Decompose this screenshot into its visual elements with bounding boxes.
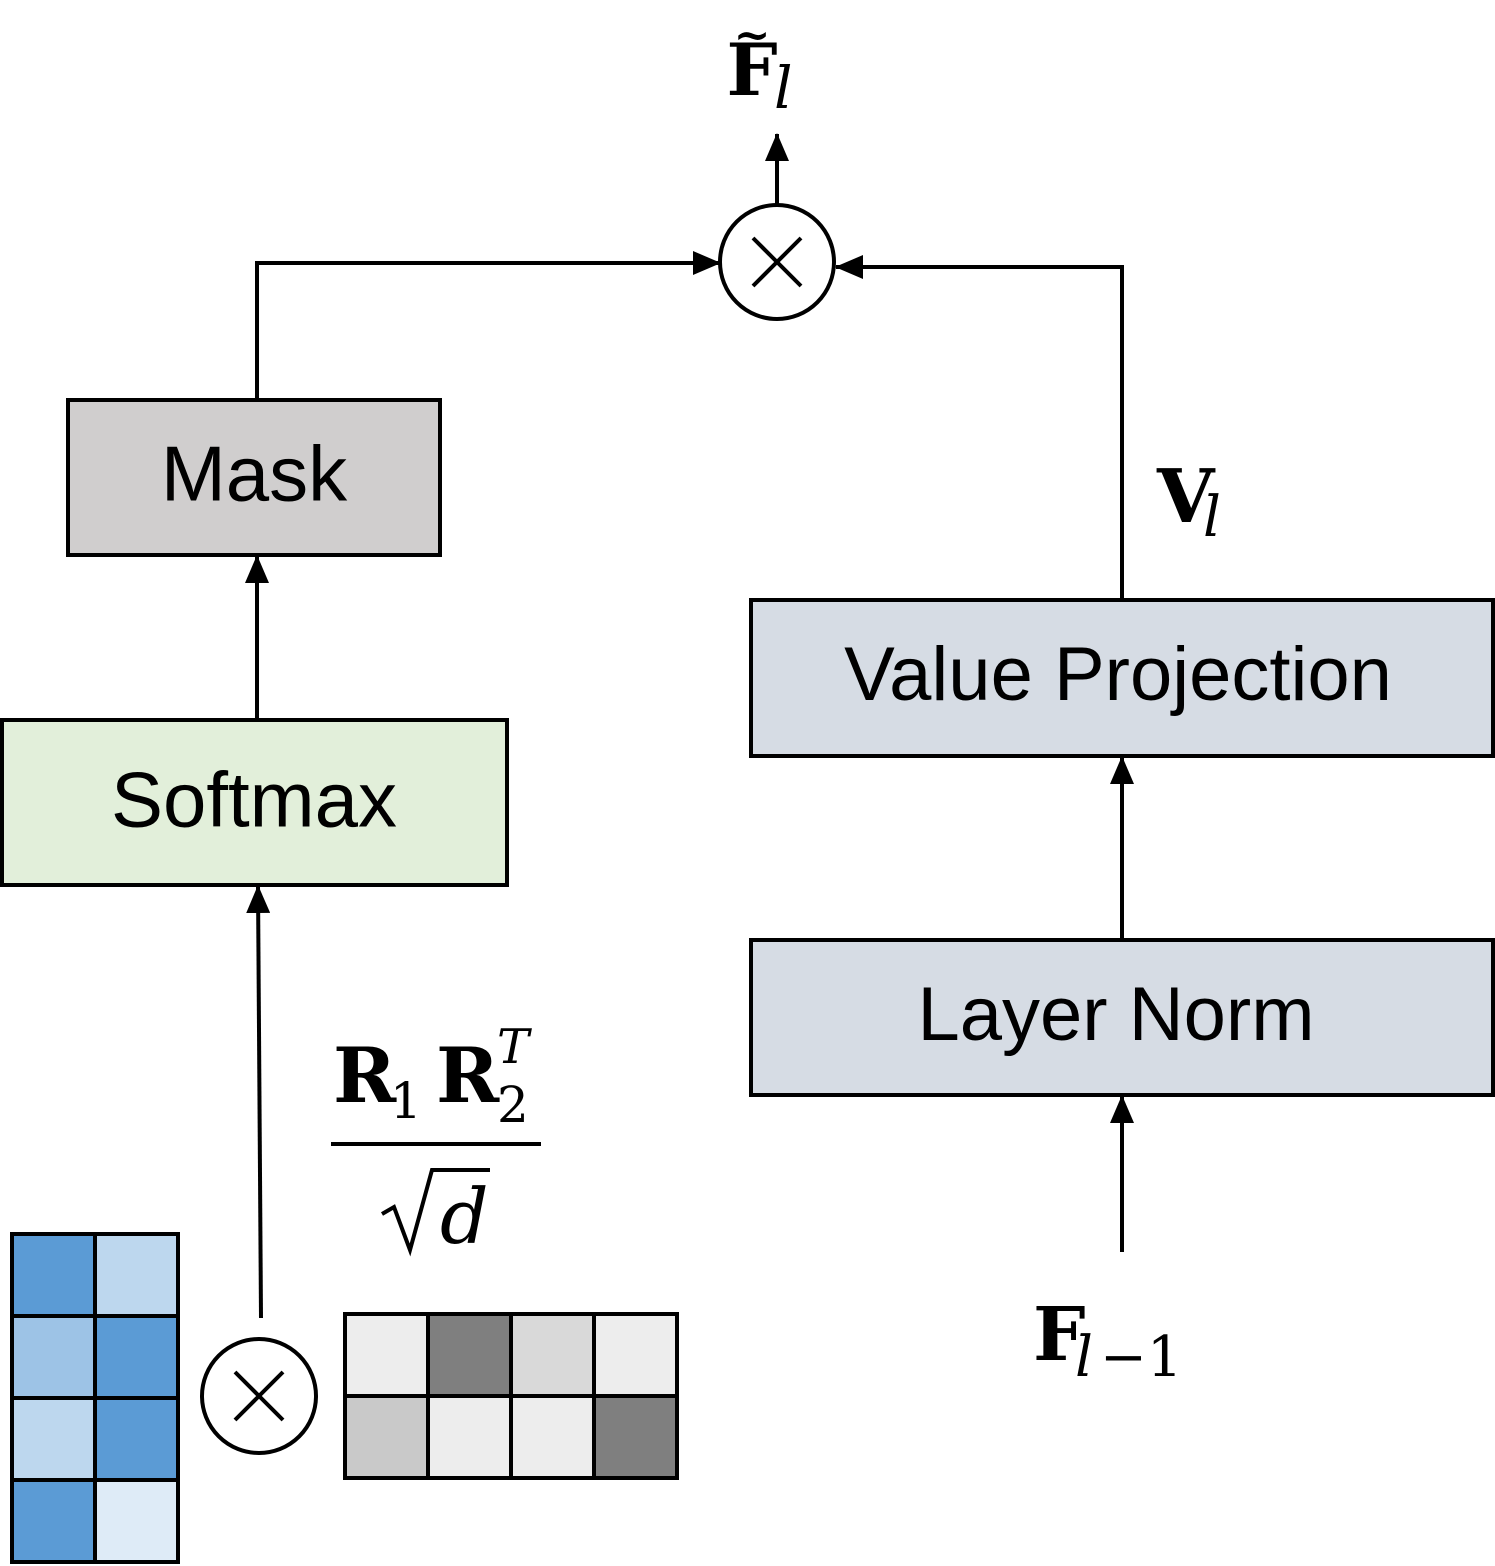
multiply-top-operator — [718, 203, 836, 321]
r2-subscript: 2 — [497, 1076, 529, 1134]
r2-superscript: T — [497, 1019, 532, 1075]
value-projection-box: Value Projection — [749, 598, 1495, 758]
matrix-cell — [426, 1312, 513, 1398]
value-symbol: V — [1156, 454, 1216, 540]
matrix-cell — [10, 1396, 97, 1482]
denominator-variable: d — [440, 1172, 489, 1261]
mask-label: Mask — [161, 430, 348, 518]
mask-box: Mask — [66, 398, 442, 557]
output-tilde: ~ — [734, 10, 771, 61]
output-label: ~ F l — [726, 10, 792, 122]
r1-symbol: R — [333, 1031, 397, 1120]
layer-norm-box: Layer Norm — [749, 938, 1495, 1097]
matrix-cell — [10, 1314, 97, 1400]
input-subscript-var: l — [1075, 1325, 1093, 1390]
layer-norm-label: Layer Norm — [918, 972, 1315, 1057]
matrix-cell — [343, 1312, 430, 1398]
value-projection-label: Value Projection — [844, 632, 1392, 717]
matrix-cell — [93, 1232, 180, 1318]
matrix-cell — [509, 1312, 596, 1398]
matrix-cell — [93, 1478, 180, 1564]
output-subscript: l — [774, 54, 793, 122]
softmax-box: Softmax — [0, 718, 509, 887]
softmax-label: Softmax — [111, 756, 397, 844]
r1-subscript: 1 — [390, 1072, 422, 1130]
matrix-cell — [93, 1396, 180, 1482]
matrix-cell — [592, 1312, 679, 1398]
matrix-cell — [592, 1394, 679, 1480]
value-subscript: l — [1203, 485, 1221, 550]
left-matrix — [10, 1232, 180, 1564]
multiply-bottom-operator — [200, 1337, 318, 1455]
sqrt-icon — [380, 1168, 490, 1257]
score-formula: R 1 R T 2 d — [331, 1019, 541, 1261]
matrix-cell — [509, 1394, 596, 1480]
value-label: V l — [1156, 454, 1221, 550]
matrix-cell — [343, 1394, 430, 1480]
input-symbol: F — [1033, 1292, 1086, 1378]
matrix-cell — [426, 1394, 513, 1480]
multiply-icon — [233, 1370, 285, 1422]
connectors — [245, 133, 1134, 1319]
right-matrix — [343, 1312, 679, 1480]
r2-symbol: R — [436, 1031, 500, 1120]
matrix-cell — [10, 1232, 97, 1318]
matrix-cell — [93, 1314, 180, 1400]
input-subscript-rest: −1 — [1100, 1325, 1183, 1390]
output-symbol: F — [726, 27, 777, 112]
multiply-icon — [751, 236, 803, 288]
arrow-mask-to-multiply — [255, 251, 721, 400]
arrow-value-to-multiply — [835, 255, 1124, 600]
matrix-cell — [10, 1478, 97, 1564]
arrow-score-to-softmax — [246, 885, 271, 1319]
input-label: F l −1 — [1033, 1292, 1183, 1390]
